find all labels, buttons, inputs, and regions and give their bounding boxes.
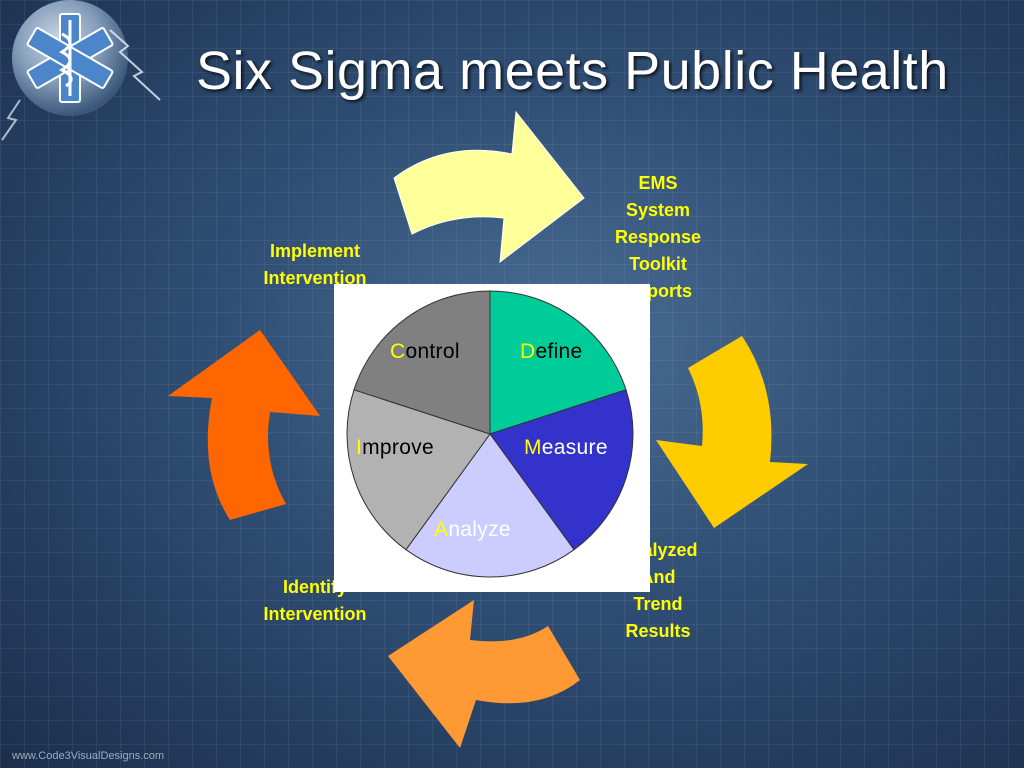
step-label-line: Toolkit [629,254,687,274]
step-label-line: Response [614,227,702,247]
pie-label-define: Define [520,340,583,364]
pie-slice-improve [346,389,491,551]
pie-label-analyze: Analyze [434,518,511,542]
pie-slice-define [489,290,627,435]
step-label-line: Intervention [263,604,367,624]
pie-label-initial: I [356,436,363,459]
arrow-left-shape [168,330,320,520]
slide-title: Six Sigma meets Public Health [196,41,949,101]
footer-credit: www.Code3VisualDesigns.com [12,750,165,762]
step-label-line: EMS [638,173,678,193]
star-of-life-icon [1,0,161,141]
dmaic-pie-panel: Control Define Measure Analyze Improve [334,284,650,592]
pie-label-rest: mprove [362,436,434,459]
pie-label-initial: M [524,436,542,459]
pie-label-measure: Measure [524,436,608,460]
pie-label-improve: Improve [356,436,434,460]
arrow-right-shape [656,336,808,528]
pie-label-initial: C [390,340,406,363]
pie-label-rest: efine [535,340,583,363]
pie-label-initial: D [520,340,536,363]
pie-label-rest: nalyze [448,518,511,541]
step-label-line: Trend [633,594,683,614]
step-label-line: Results [625,621,691,641]
step-label-implement-intervention: Implement Intervention [240,238,390,292]
pie-label-initial: A [434,518,449,541]
step-label-line: Identify [282,577,347,597]
step-label-line: System [625,200,691,220]
arrow-top-shape [393,110,585,264]
pie-label-rest: easure [541,436,608,459]
pie-slice-measure [489,389,634,551]
step-label-identify-intervention: Identify Intervention [240,574,390,628]
step-label-line: Intervention [263,268,367,288]
arrow-bottom-shape [388,600,580,748]
pie-label-rest: ontrol [405,340,460,363]
step-label-line: Implement [269,241,361,261]
pie-slice-analyze [405,433,575,578]
pie-label-control: Control [390,340,460,364]
dmaic-pie [346,290,634,578]
pie-slice-control [353,290,491,435]
